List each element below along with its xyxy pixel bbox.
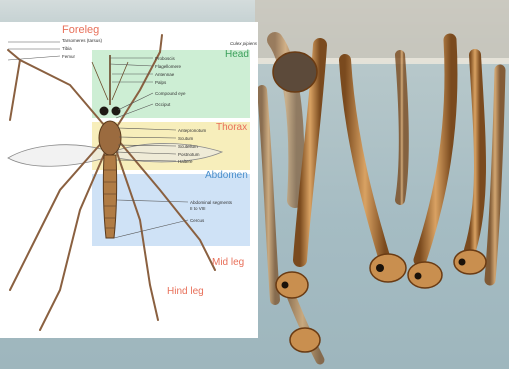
leg-part-label: Femur [62,54,76,59]
abdomen-label: Abdomen [205,170,248,181]
head-part-label: Proboscis [155,56,176,61]
head-label: Head [225,49,249,60]
head-part-label: Antennae [155,72,175,77]
head-part-label: Flagellomere [155,64,182,69]
thorax-part-label: Antepronotum [178,128,207,133]
species-label: Culex pipiens [230,41,258,46]
thorax-part-label: Haltere [178,159,193,164]
abdomen-part-label: II to VIII [190,206,206,211]
compound-eye [100,107,109,116]
foreleg-label: Foreleg [62,24,99,36]
head-part-label: Occiput [155,102,171,107]
head-part-label: Compound eye [155,91,186,96]
abdomen-part-label: Cercus [190,218,205,223]
thorax [99,121,121,155]
abdomen [103,155,116,238]
thorax-part-label: Postnotum [178,152,200,157]
mid-leg-label: Mid leg [212,257,244,268]
leg-part-label: Tarsomeres (tarsus) [62,38,103,43]
head-part-label: Palps [155,80,167,85]
thorax-label: Thorax [216,122,247,133]
abdomen-part-label: Abdominal segments [190,200,233,205]
thorax-part-label: Scutum [178,136,194,141]
anatomy-diagram: Foreleg Head Thorax Abdomen Mid leg Hind… [0,22,258,338]
leg-part-label: Tibia [62,46,72,51]
thorax-part-label: Scutellum [178,144,198,149]
compound-eye-right [112,107,121,116]
hind-leg-label: Hind leg [167,286,204,297]
